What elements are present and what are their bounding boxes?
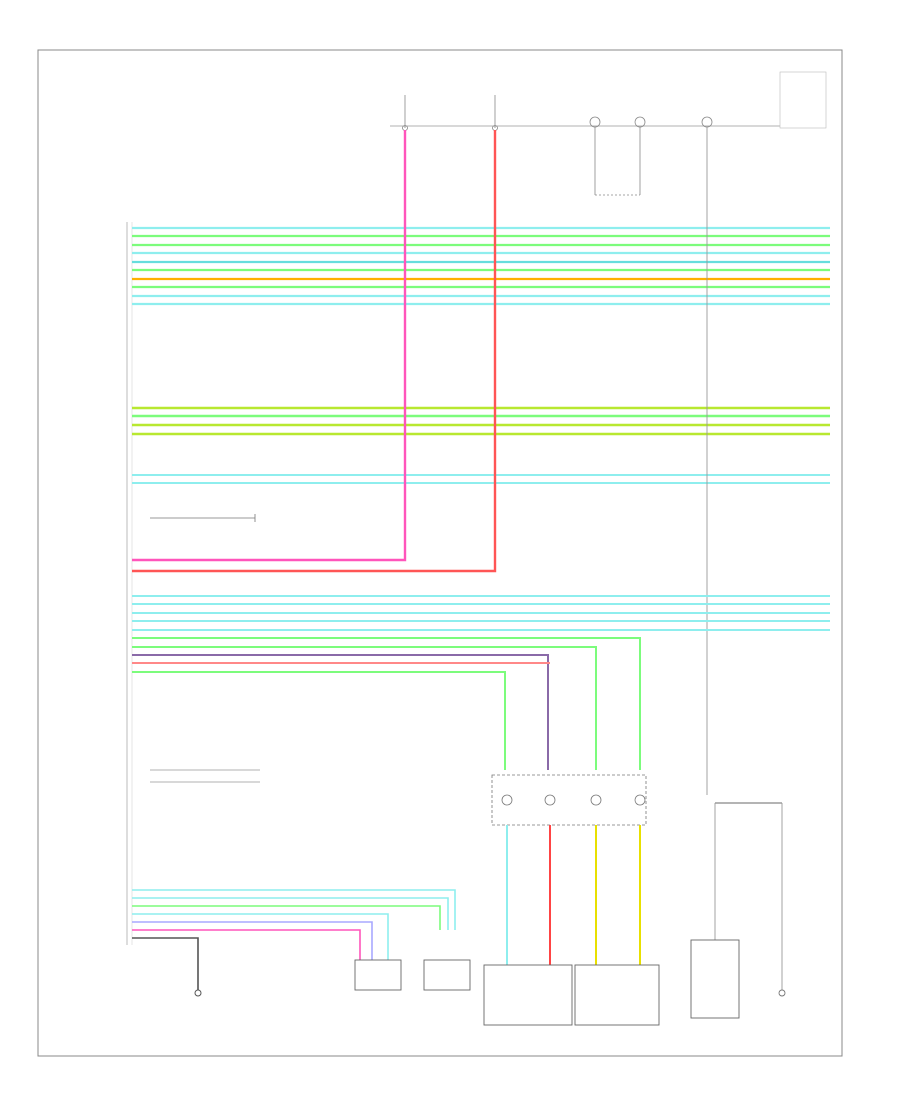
ground-left-icon	[194, 989, 202, 997]
sensor-right	[690, 939, 740, 1019]
wire-group-2	[132, 406, 830, 436]
module-center-left	[354, 959, 402, 991]
top-fuse-right	[492, 95, 498, 131]
switch-block	[491, 774, 647, 826]
wire-group-1	[132, 226, 830, 306]
wire-group-3	[132, 474, 830, 484]
module-center-right	[423, 959, 471, 991]
relay-input-lines	[150, 769, 260, 783]
lower-wire-bundle	[132, 889, 456, 990]
top-switch-pair	[589, 116, 646, 196]
speaker-right	[574, 964, 660, 1026]
pink-feed-wire	[132, 130, 407, 562]
diagram-frame	[37, 49, 843, 1057]
red-feed-wire	[132, 130, 497, 573]
top-fuse-far-right	[701, 116, 713, 128]
ground-stub-middle	[150, 514, 256, 522]
speaker-feed-wires	[132, 637, 641, 770]
top-right-connector-block	[779, 71, 827, 129]
speaker-left	[483, 964, 573, 1026]
right-sensor-circuit	[714, 802, 786, 997]
wire-group-4	[132, 595, 830, 631]
speaker-output-wires	[506, 825, 641, 965]
top-fuse-left	[402, 95, 408, 131]
